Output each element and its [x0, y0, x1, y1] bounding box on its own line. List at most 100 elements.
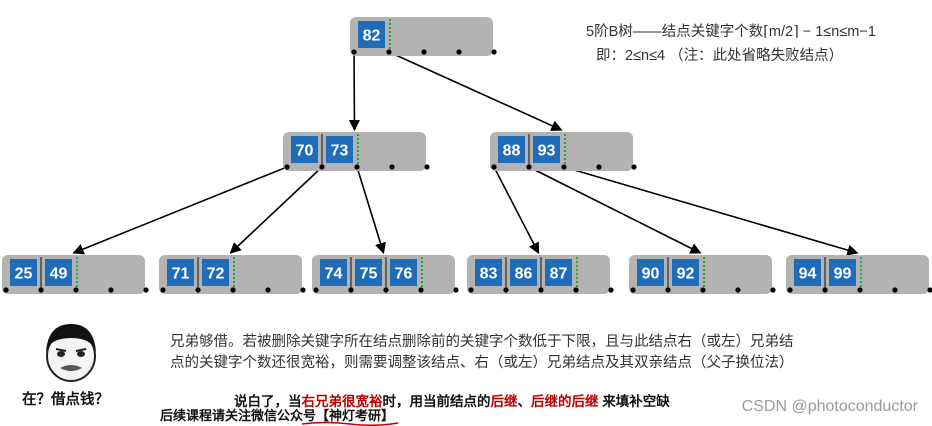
key-label: 99	[834, 266, 852, 283]
pointer-dot	[383, 287, 389, 293]
pointer-dot	[561, 164, 567, 170]
rule-text-line-1: 兄弟够借。若被删除关键字所在结点删除前的关键字个数低于下限，且与此结点右（或左）…	[170, 334, 794, 350]
key-cell	[358, 21, 385, 48]
key-label: 87	[550, 266, 568, 283]
pointer-dot	[313, 287, 319, 293]
node-box	[490, 132, 633, 171]
pointer-dot	[631, 164, 637, 170]
key-cell	[533, 136, 560, 163]
pointer-dot	[300, 287, 306, 293]
pointer-dot	[38, 287, 44, 293]
pointer-dot	[503, 287, 509, 293]
key-label: 93	[538, 143, 556, 160]
pointer-dot	[195, 287, 201, 293]
key-cell	[167, 259, 194, 286]
pointer-dot	[538, 287, 544, 293]
red-underline-mark	[301, 421, 399, 426]
key-cell	[545, 259, 572, 286]
pointer-dot	[3, 287, 9, 293]
btree-node-l1-0: 70 73	[283, 132, 430, 171]
pointer-dot	[735, 287, 741, 293]
key-label: 82	[363, 28, 381, 45]
title-line-2: 即：2≤n≤4 （注：此处省略失败结点）	[596, 48, 844, 64]
key-label: 86	[515, 266, 533, 283]
pointer-dot	[608, 287, 614, 293]
pointer-dot	[596, 164, 602, 170]
pointer-dot	[892, 287, 898, 293]
key-cell	[10, 259, 37, 286]
node-box	[159, 255, 302, 294]
title-line-1: 5阶B树——结点关键字个数⌈m/2⌉ − 1≤n≤m−1	[586, 24, 876, 40]
key-cell	[510, 259, 537, 286]
key-label: 71	[172, 266, 190, 283]
watermark: CSDN @photoconductor	[741, 398, 918, 415]
key-label: 49	[50, 266, 68, 283]
node-box	[629, 255, 772, 294]
rule-text-line-2: 点的关键字个数还很宽裕，则需要调整该结点、右（或左）兄弟结点及其双亲结点（父子换…	[170, 355, 794, 371]
key-label: 90	[642, 266, 660, 283]
node-box	[283, 132, 426, 171]
key-cell	[637, 259, 664, 286]
key-cell	[829, 259, 856, 286]
btree-node-leaf-1: 71 72	[159, 255, 306, 294]
pointer-dot	[418, 287, 424, 293]
key-label: 25	[15, 266, 33, 283]
pointer-dot	[284, 164, 290, 170]
tree-edge	[563, 166, 859, 256]
tree-edge	[348, 51, 361, 132]
summary-part-3: 、	[517, 394, 532, 409]
node-box	[312, 255, 455, 294]
pointer-dot	[526, 164, 532, 170]
pointer-dot	[453, 287, 459, 293]
key-cell	[202, 259, 229, 286]
key-label: 72	[207, 266, 225, 283]
summary-part-2: 时，用当前结点的	[382, 394, 491, 409]
node-box	[467, 255, 610, 294]
pointer-dot	[770, 287, 776, 293]
tree-edge	[72, 166, 288, 255]
node-box	[786, 255, 929, 294]
key-label: 76	[395, 266, 413, 283]
summary-highlight-sibling: 右兄弟很宽裕	[301, 394, 383, 409]
tree-edge	[388, 51, 563, 131]
key-label: 92	[677, 266, 695, 283]
key-label: 73	[331, 143, 349, 160]
tree-edge	[493, 166, 540, 254]
pointer-dot	[348, 287, 354, 293]
key-cell	[320, 259, 347, 286]
key-cell	[498, 136, 525, 163]
pointer-dot	[421, 49, 427, 55]
key-label: 94	[799, 266, 817, 283]
key-label: 75	[360, 266, 378, 283]
pointer-dot	[456, 49, 462, 55]
key-cell	[672, 259, 699, 286]
summary-highlight-successor: 后继	[490, 394, 518, 409]
pointer-dot	[491, 49, 497, 55]
pointer-dot	[787, 287, 793, 293]
summary-highlight-next-successor: 后继的后继	[531, 394, 599, 409]
pointer-dot	[386, 49, 392, 55]
tree-edge	[229, 166, 323, 254]
pointer-dot	[700, 287, 706, 293]
pointer-dot	[143, 287, 149, 293]
pointer-dot	[389, 164, 395, 170]
node-box	[2, 255, 145, 294]
key-cell	[390, 259, 417, 286]
btree-node-root: 82	[350, 17, 497, 56]
key-label: 88	[503, 143, 521, 160]
key-label: 70	[296, 143, 314, 160]
key-cell	[794, 259, 821, 286]
node-box	[350, 17, 493, 56]
footer-text: 后续课程请关注微信公众号【神灯考研】	[160, 408, 395, 423]
btree-node-leaf-0: 25 49	[2, 255, 149, 294]
btree-node-leaf-5: 94 99	[786, 255, 932, 294]
pointer-dot	[424, 164, 430, 170]
meme-face-icon	[46, 324, 96, 382]
pointer-dot	[927, 287, 932, 293]
btree-node-l1-1: 88 93	[490, 132, 637, 171]
pointer-dot	[573, 287, 579, 293]
pointer-dot	[319, 164, 325, 170]
pointer-dot	[351, 49, 357, 55]
tree-edge	[528, 166, 702, 254]
